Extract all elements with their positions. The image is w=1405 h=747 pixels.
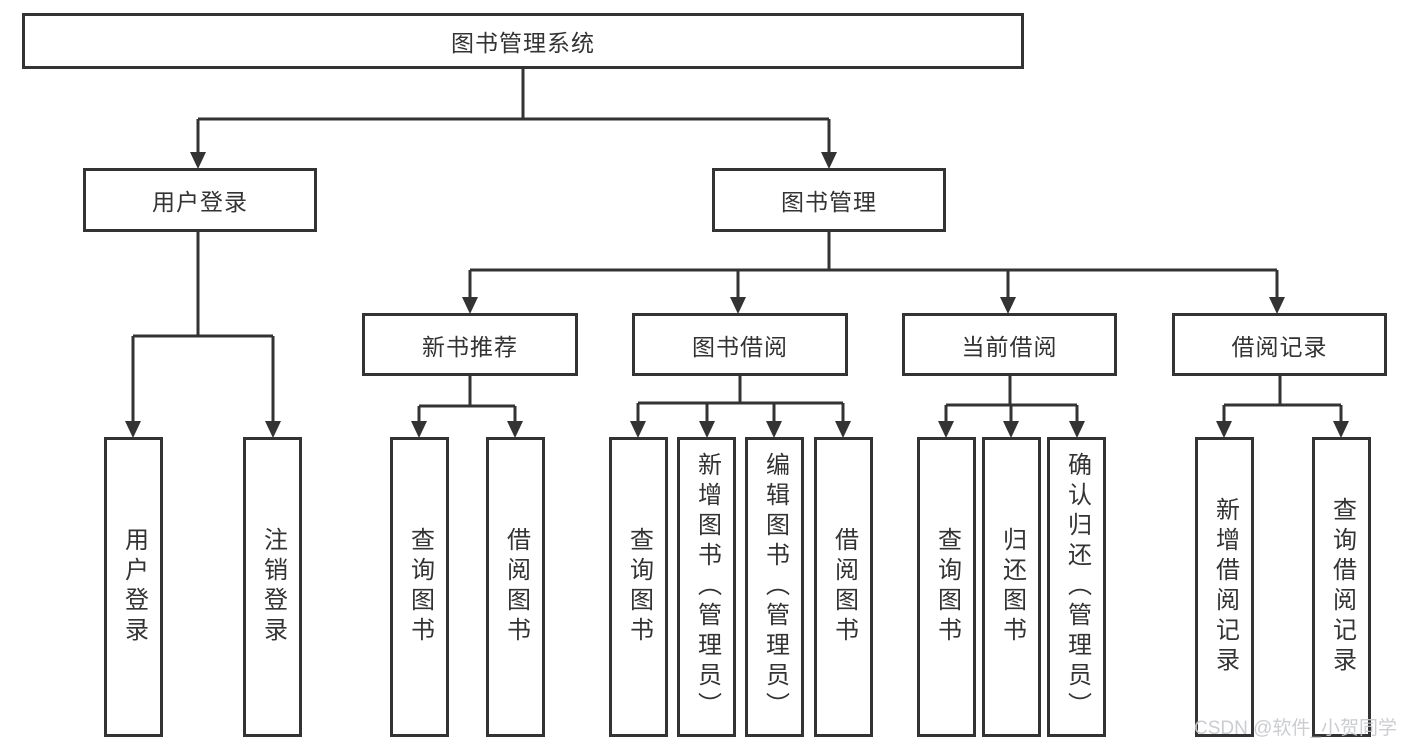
leaf-cb-confirm-return-admin-label: 确认归还（管理员） [1063,452,1091,722]
node-borrowing-records: 借阅记录 [1172,313,1387,376]
arrow-down-icon [699,421,715,438]
arrow-down-icon [821,152,837,169]
node-book-borrowing: 图书借阅 [632,313,848,376]
arrow-down-icon [766,421,782,438]
node-book-management-label: 图书管理 [781,189,877,215]
leaf-nbr-query-books: 查询图书 [390,437,449,737]
arrow-down-icon [1216,421,1232,438]
node-current-borrowing: 当前借阅 [902,313,1117,376]
node-current-borrowing-label: 当前借阅 [961,333,1058,360]
connector-root [196,69,831,154]
node-book-borrowing-label: 图书借阅 [692,333,788,360]
arrow-down-icon [125,421,141,438]
node-new-book-recommendation: 新书推荐 [362,313,578,376]
node-borrowing-records-label: 借阅记录 [1231,333,1328,360]
leaf-bb-edit-books-admin: 编辑图书（管理员） [745,437,804,737]
arrow-down-icon [938,421,954,438]
leaf-nbr-borrow-books-label: 借阅图书 [502,527,530,647]
arrowheads [125,152,1349,438]
node-root-label: 图书管理系统 [451,30,595,56]
csdn-watermark: CSDN @软件_小贺同学 [1194,718,1397,739]
arrow-down-icon [411,421,427,438]
node-user-login-label: 用户登录 [152,189,248,215]
arrow-down-icon [1069,421,1085,438]
node-new-book-recommendation-label: 新书推荐 [422,333,518,360]
leaf-bb-query-books: 查询图书 [609,437,668,737]
arrow-down-icon [265,421,281,438]
node-root: 图书管理系统 [22,13,1024,69]
leaf-user-login-label: 用户登录 [120,527,148,647]
leaf-bb-add-books-admin: 新增图书（管理员） [677,437,736,737]
leaf-cb-return-books: 归还图书 [982,437,1041,737]
arrow-down-icon [1269,297,1285,314]
leaf-br-add-record-label: 新增借阅记录 [1211,497,1239,677]
arrow-down-icon [835,421,851,438]
connector-book-borrow [636,376,845,424]
leaf-logout: 注销登录 [243,437,302,737]
leaf-br-query-record: 查询借阅记录 [1312,437,1371,737]
connector-book-mgmt [468,232,1279,299]
arrow-down-icon [462,297,478,314]
leaf-br-query-record-label: 查询借阅记录 [1328,497,1356,677]
leaf-cb-return-books-label: 归还图书 [998,527,1026,647]
leaf-cb-query-books-label: 查询图书 [933,527,961,647]
leaf-cb-query-books: 查询图书 [917,437,976,737]
arrow-down-icon [1000,297,1016,314]
leaf-bb-add-books-admin-label: 新增图书（管理员） [693,452,721,722]
connector-borrow-record [1222,376,1343,424]
leaf-bb-borrow-books-label: 借阅图书 [830,527,858,647]
leaf-cb-confirm-return-admin: 确认归还（管理员） [1047,437,1106,737]
arrow-down-icon [630,421,646,438]
arrow-down-icon [1333,421,1349,438]
connector-current-borrow [944,376,1079,424]
leaf-user-login: 用户登录 [104,437,163,737]
leaf-nbr-borrow-books: 借阅图书 [486,437,545,737]
leaf-nbr-query-books-label: 查询图书 [406,527,434,647]
leaf-bb-edit-books-admin-label: 编辑图书（管理员） [761,452,789,722]
arrow-down-icon [730,297,746,314]
node-book-management: 图书管理 [712,168,946,232]
node-user-login: 用户登录 [83,168,317,232]
arrow-down-icon [507,421,523,438]
leaf-bb-query-books-label: 查询图书 [625,527,653,647]
leaf-br-add-record: 新增借阅记录 [1195,437,1254,737]
connector-new-book-rec [417,376,517,424]
leaf-logout-label: 注销登录 [259,527,287,647]
arrow-down-icon [190,152,206,169]
connector-user-login [131,232,275,424]
leaf-bb-borrow-books: 借阅图书 [814,437,873,737]
arrow-down-icon [1003,421,1019,438]
